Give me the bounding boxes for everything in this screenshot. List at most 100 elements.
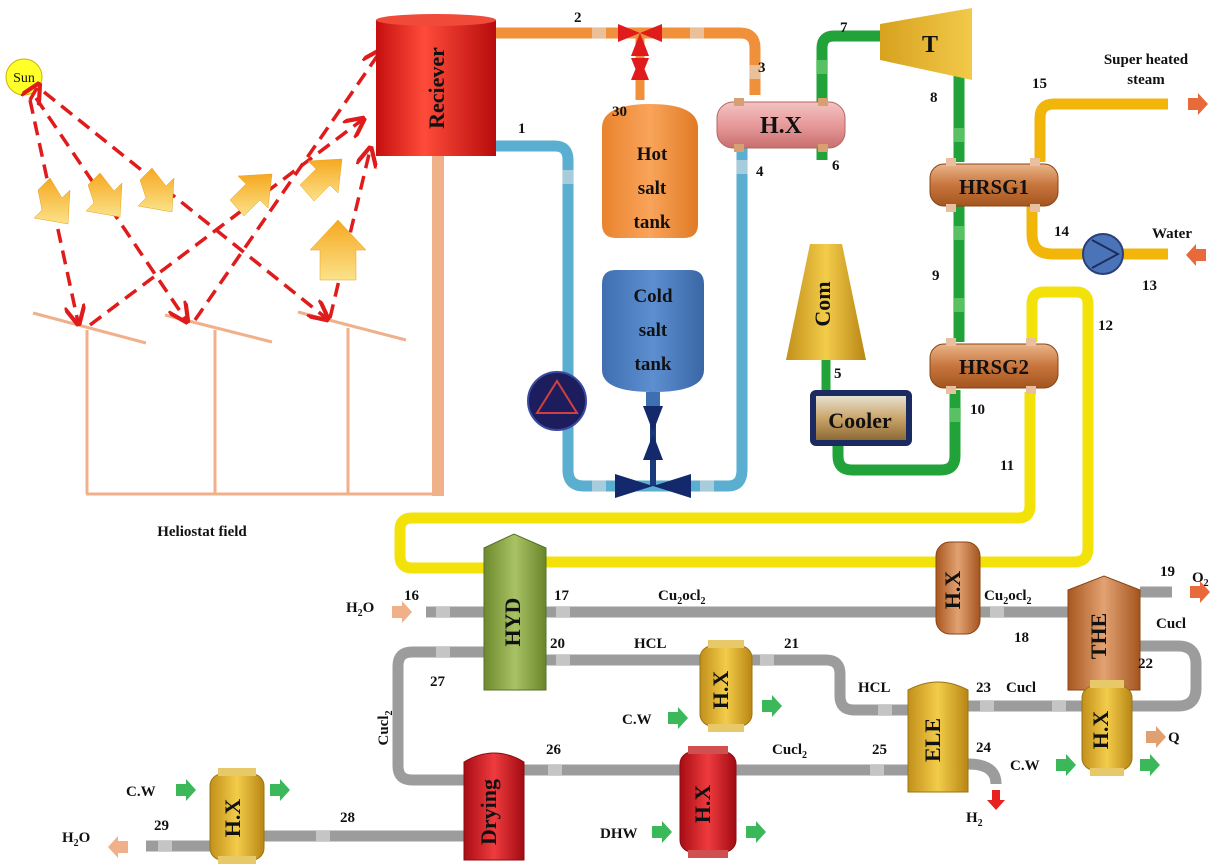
state-19: 19	[1160, 564, 1175, 580]
turbine-label: T	[922, 32, 938, 58]
receiver-tower	[432, 150, 444, 496]
salt-pump-icon	[527, 371, 587, 431]
h2-label: H2	[966, 810, 983, 829]
state-15: 15	[1032, 76, 1047, 92]
hx-yellow-loop: H.X	[935, 541, 981, 635]
cw-label-3: C.W	[126, 784, 156, 800]
h2o-out-arrow	[108, 836, 128, 858]
hx-cucl-cooler: H.X	[1081, 680, 1133, 776]
hydrolysis-reactor: HYD	[483, 533, 547, 691]
hcl-label-2: HCL	[858, 680, 891, 696]
thermolysis-reactor: THE	[1067, 575, 1141, 691]
pipe-joints-gas	[816, 60, 965, 422]
state-22: 22	[1138, 656, 1153, 672]
steam-pipes	[1026, 98, 1168, 260]
water-label: Water	[1152, 226, 1192, 242]
state-23: 23	[976, 680, 991, 696]
steam-label-1: Super heated	[1104, 52, 1189, 68]
cold-salt-tank: Cold salt tank	[602, 270, 704, 406]
cold-tank-label-1: Cold	[633, 286, 673, 307]
state-25: 25	[872, 742, 887, 758]
three-way-valve-bottom	[615, 406, 691, 498]
stream-labels: Super heated steam Water H2O H2O O2 H2 C…	[62, 52, 1209, 849]
state-29: 29	[154, 818, 169, 834]
receiver-label: Reciever	[424, 47, 449, 129]
cooler-label: Cooler	[828, 408, 892, 433]
cw-label-2: C.W	[1010, 758, 1040, 774]
state-17: 17	[554, 588, 570, 604]
state-30: 30	[612, 104, 627, 120]
state-11: 11	[1000, 458, 1014, 474]
the-label: THE	[1086, 613, 1111, 659]
h2o-out-label: H2O	[62, 830, 90, 849]
sun-label: Sun	[13, 71, 35, 86]
gas-pipes	[816, 30, 965, 476]
q-label: Q	[1168, 730, 1180, 746]
hot-tank-label-2: salt	[638, 178, 667, 199]
state-12: 12	[1098, 318, 1113, 334]
state-8: 8	[930, 90, 938, 106]
state-numbers: 1 2 3 4 5 6 7 8 9 10 11 12 13 14 15 16 1…	[154, 10, 1175, 834]
h2o-in-arrow	[392, 601, 412, 623]
state-10: 10	[970, 402, 985, 418]
hx-right-label: H.X	[1088, 711, 1113, 750]
water-in-arrow	[1186, 244, 1206, 266]
pipe-joints-salt	[562, 27, 761, 492]
state-26: 26	[546, 742, 562, 758]
hx-salt-gas: H.X	[716, 98, 846, 152]
state-28: 28	[340, 810, 355, 826]
hot-salt-tank: Hot salt tank	[602, 104, 698, 238]
hot-tank-label-1: Hot	[637, 144, 668, 165]
ele-label: ELE	[920, 718, 945, 762]
hx-hcl-label: H.X	[708, 671, 733, 710]
drying-label: Drying	[476, 779, 501, 845]
state-1: 1	[518, 121, 526, 137]
cucl2-label-1: Cucl2	[772, 742, 807, 761]
state-14: 14	[1054, 224, 1070, 240]
state-24: 24	[976, 740, 992, 756]
hrsg1-label: HRSG1	[959, 175, 1029, 199]
o2-label: O2	[1192, 570, 1209, 589]
cw-label-1: C.W	[622, 712, 652, 728]
state-16: 16	[404, 588, 420, 604]
hx-hcl-cooler: H.X	[699, 640, 753, 732]
drying-unit: Drying	[463, 752, 525, 861]
state-13: 13	[1142, 278, 1157, 294]
hrsg2-label: HRSG2	[959, 355, 1029, 379]
solar-rays	[30, 52, 380, 325]
state-2: 2	[574, 10, 582, 26]
hx-bottom-label: H.X	[220, 799, 245, 838]
state-21: 21	[784, 636, 799, 652]
hcl-label-1: HCL	[634, 636, 667, 652]
steam-label-2: steam	[1127, 72, 1165, 88]
three-way-valve-top	[618, 24, 662, 80]
compressor: Com	[786, 244, 866, 360]
dhw-label: DHW	[600, 826, 638, 842]
yellow-loop-pipes	[394, 286, 1094, 574]
state-3: 3	[758, 60, 766, 76]
state-18: 18	[1014, 630, 1029, 646]
state-6: 6	[832, 158, 840, 174]
q-out-arrow	[1146, 726, 1166, 748]
cucl-label-2: Cucl	[1006, 680, 1036, 696]
hx-dhw: H.X	[679, 746, 737, 858]
hx-water-recovery: H.X	[209, 768, 265, 864]
sunlight-arrows	[33, 158, 367, 281]
hx-top-label: H.X	[760, 113, 803, 139]
hx-dhw-label: H.X	[690, 785, 715, 824]
steam-out-arrow	[1188, 93, 1208, 115]
pipe-joints-gray	[158, 606, 1066, 852]
h2o-in-label: H2O	[346, 600, 374, 619]
hot-tank-label-3: tank	[634, 212, 671, 233]
state-20: 20	[550, 636, 565, 652]
hx-middle-label: H.X	[940, 571, 965, 610]
cu2ocl2-label-1: Cu2ocl2	[658, 588, 706, 607]
cold-tank-label-3: tank	[635, 354, 672, 375]
state-27: 27	[430, 674, 446, 690]
hrsg2: HRSG2	[929, 338, 1059, 394]
state-4: 4	[756, 164, 764, 180]
electrolyzer: ELE	[907, 681, 969, 793]
h2-out-arrow	[987, 790, 1005, 810]
flow-arrows	[108, 93, 1210, 858]
